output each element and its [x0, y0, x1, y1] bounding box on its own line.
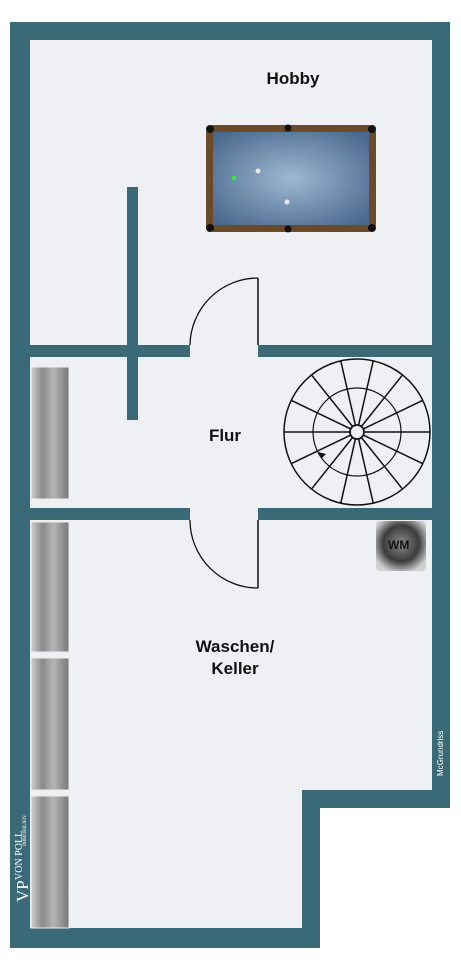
- stair-tread: [290, 434, 352, 465]
- room-label-flur: Flur: [208, 426, 242, 445]
- room-label-waschen-line2: Keller: [211, 659, 259, 678]
- stair-tread: [360, 374, 404, 427]
- washing-machine: [376, 521, 426, 571]
- stair-tread: [362, 399, 424, 430]
- billiard-table: [206, 124, 376, 233]
- partition-wall: [127, 187, 138, 420]
- door-hobby: [189, 277, 259, 346]
- radiator: [30, 521, 70, 653]
- credit-text: McGrundriss: [436, 730, 445, 776]
- stair-tread: [290, 399, 352, 430]
- radiator: [30, 795, 70, 929]
- spiral-staircase: [283, 358, 431, 506]
- room-label-waschen-line1: Waschen/: [195, 637, 275, 656]
- washing-machine-label: WM: [388, 538, 410, 552]
- stair-tread: [310, 437, 354, 490]
- room-label-waschen: Waschen/ Keller: [180, 636, 290, 680]
- brand-sub: IMMOBILIEN: [23, 815, 28, 846]
- stair-tread: [340, 438, 357, 504]
- room-label-hobby: Hobby: [266, 69, 320, 88]
- stair-tread: [357, 438, 374, 504]
- brand-mark: VP: [13, 880, 32, 902]
- stair-tread: [310, 374, 354, 427]
- stair-tread: [362, 434, 424, 465]
- wall-hobby-flur-left: [30, 345, 190, 357]
- radiator: [30, 366, 70, 500]
- wall-hobby-flur-right: [258, 345, 432, 357]
- radiator: [30, 657, 70, 791]
- wall-flur-waschen-left: [30, 508, 190, 520]
- wall-flur-waschen-right: [258, 508, 432, 520]
- stair-tread: [357, 360, 374, 426]
- stair-direction-arrow: [318, 452, 326, 458]
- stair-tread: [340, 360, 357, 426]
- stair-tread: [360, 437, 404, 490]
- door-waschen: [189, 519, 259, 589]
